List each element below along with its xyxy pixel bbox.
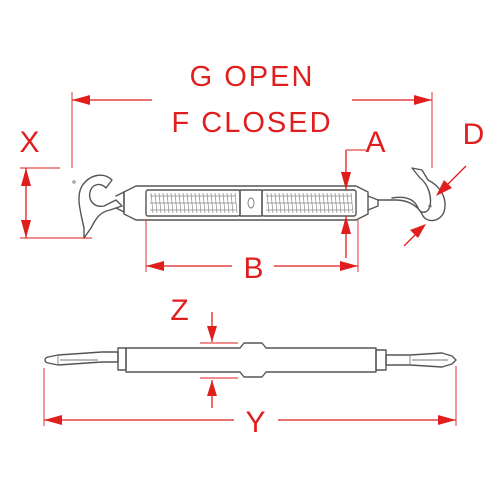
label-a: A [365, 126, 386, 159]
label-x: X [19, 126, 40, 159]
center-hub [239, 189, 263, 217]
label-z: Z [170, 294, 189, 327]
left-end-profile [44, 351, 119, 366]
label-g-open: G OPEN [190, 61, 315, 93]
right-end-profile [385, 352, 457, 368]
right-shank [367, 195, 379, 211]
right-hook [377, 167, 446, 222]
dimension-lines [20, 92, 467, 426]
thread-hatching [150, 192, 354, 214]
label-b: B [243, 252, 264, 285]
turnbuckle-side-view [44, 342, 457, 378]
label-d: D [463, 118, 486, 151]
turnbuckle-top-view [72, 167, 446, 239]
label-y: Y [245, 406, 266, 439]
body-profile [125, 342, 377, 378]
left-hook [78, 174, 123, 239]
turnbuckle-body [123, 185, 369, 221]
label-f-closed: F CLOSED [171, 107, 332, 139]
